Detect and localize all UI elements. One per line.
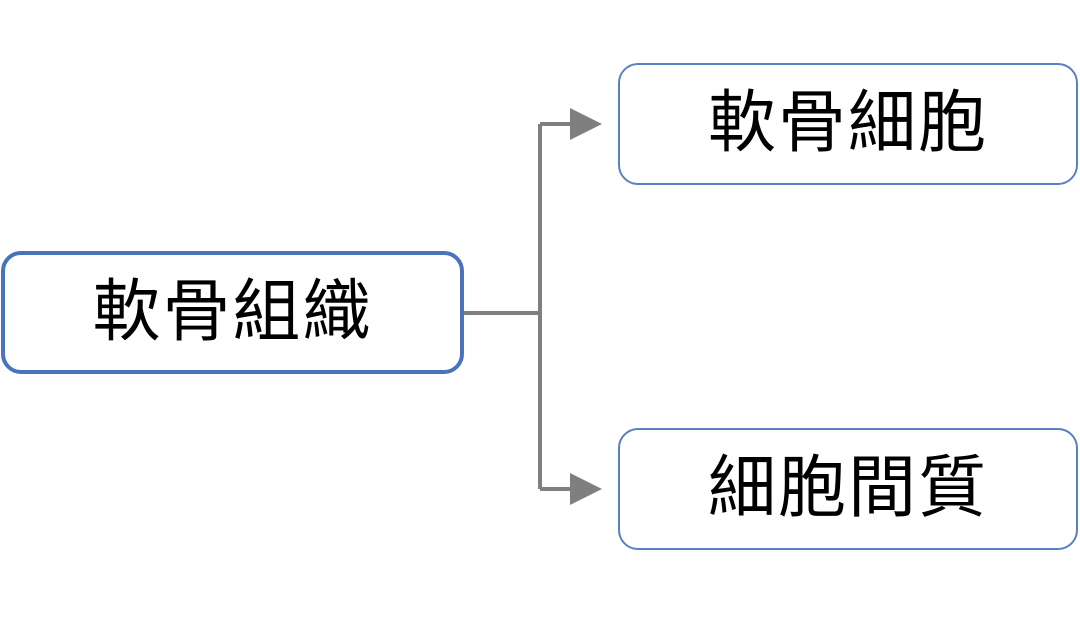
child-node-cartilage-cells: 軟骨細胞 [618,63,1078,185]
child-node-label: 細胞間質 [707,449,988,528]
child-node-intercellular-matrix: 細胞間質 [618,428,1078,550]
root-node-label: 軟骨組織 [92,272,373,352]
root-node: 軟骨組織 [1,251,464,374]
child-node-label: 軟骨細胞 [707,84,988,163]
